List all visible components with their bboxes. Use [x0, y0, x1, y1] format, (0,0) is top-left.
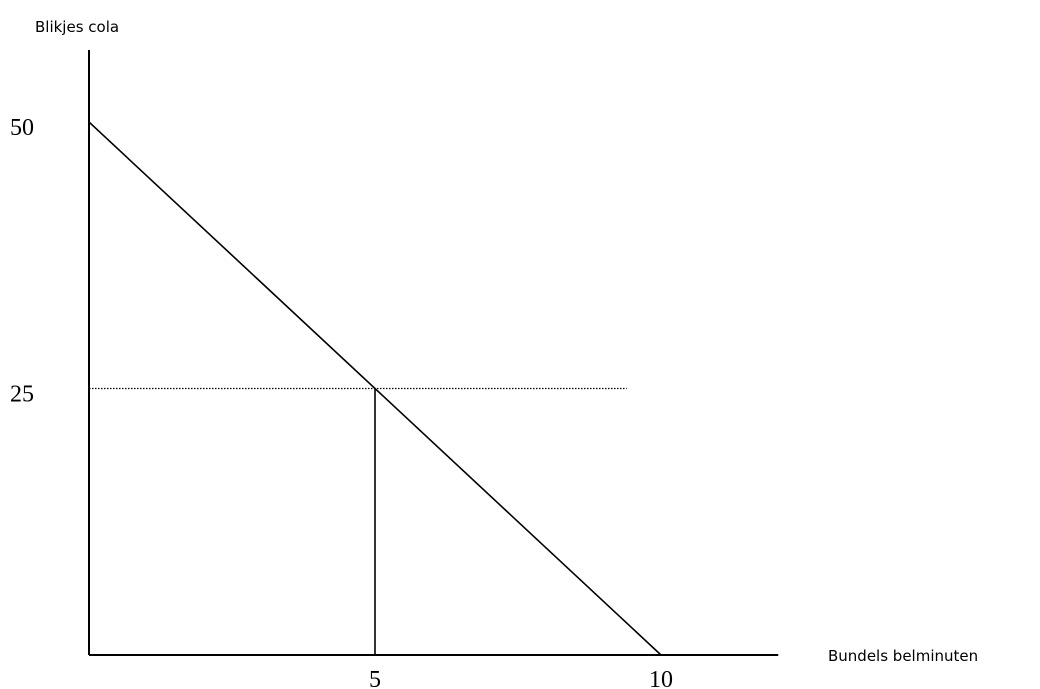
- x-tick-label: 5: [369, 667, 381, 689]
- reference-lines: [89, 387, 627, 655]
- series-line-0: [88, 121, 662, 656]
- x-axis-label: Bundels belminuten: [828, 647, 978, 665]
- y-axis-label: Blikjes cola: [35, 18, 119, 36]
- series-layer: [88, 121, 662, 656]
- y-tick-label: 50: [10, 115, 34, 141]
- x-tick-label: 10: [649, 667, 673, 689]
- tick-labels: 5 10 50 25: [10, 115, 673, 689]
- y-tick-label: 25: [10, 382, 34, 408]
